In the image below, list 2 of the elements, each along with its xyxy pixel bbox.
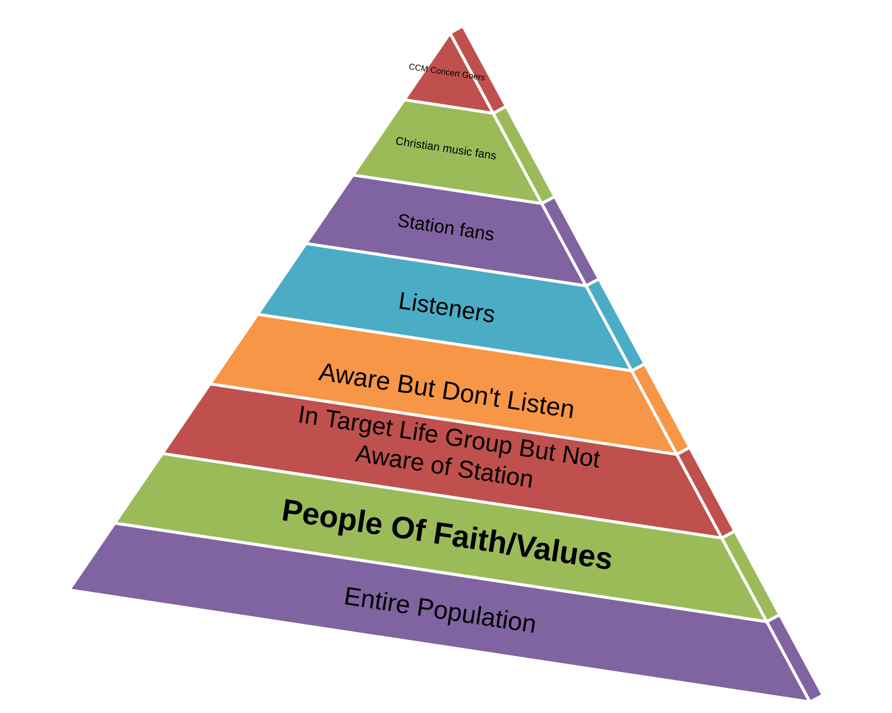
pyramid-layer: Station fans (304, 174, 601, 288)
pyramid-layer: Christian music fans (351, 98, 556, 206)
